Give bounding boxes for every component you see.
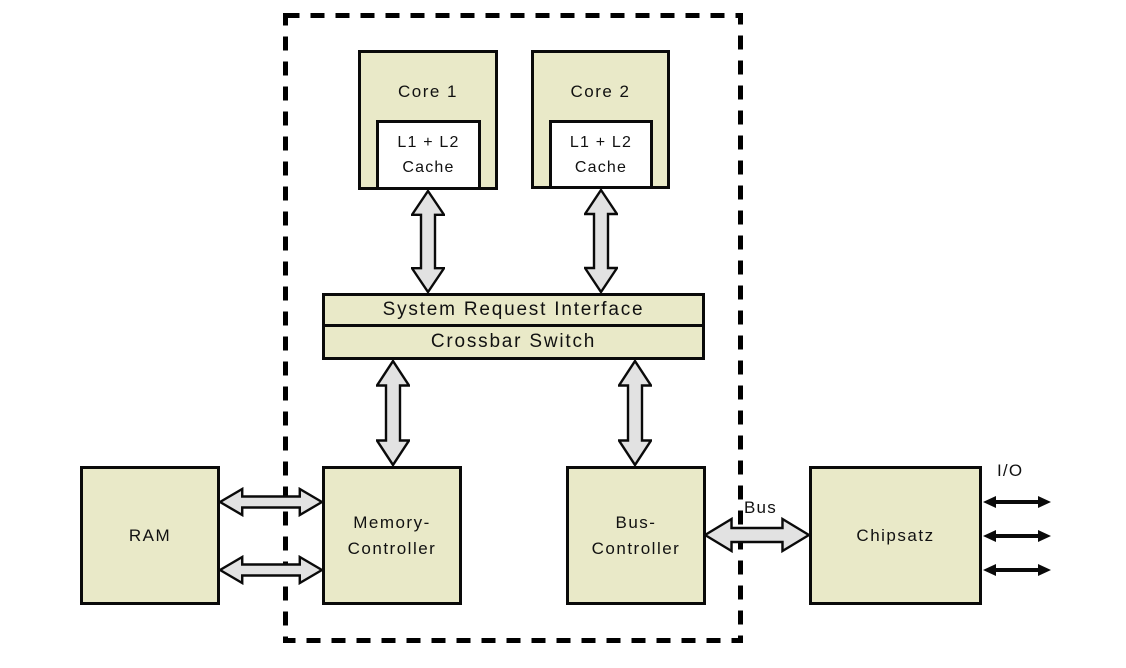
cache2-line1: L1 + L2: [569, 133, 633, 151]
io-arrow-3-icon: [983, 564, 1051, 576]
crossbar-switch-label: Crossbar Switch: [430, 331, 597, 352]
chipsatz-label: Chipsatz: [856, 525, 935, 545]
cache2-line2: Cache: [574, 158, 628, 176]
double-arrow-ram-memory-top-icon: [219, 487, 323, 517]
double-arrow-crossbar-memory-icon: [376, 360, 410, 466]
bus-label: Bus: [744, 498, 777, 517]
crossbar-switch-box: Crossbar Switch: [322, 324, 705, 360]
system-request-interface-label: System Request Interface: [382, 299, 645, 320]
memory-controller-box: Memory- Controller: [322, 466, 462, 605]
bus-controller-line1: Bus-: [615, 512, 657, 532]
io-arrow-2-icon: [983, 530, 1051, 542]
double-arrow-cache1-sri-icon: [411, 190, 445, 293]
io-label: I/O: [997, 461, 1024, 480]
cache2-box: L1 + L2 Cache: [549, 120, 653, 189]
core2-label: Core 2: [570, 82, 631, 101]
memory-controller-line2: Controller: [347, 538, 437, 558]
double-arrow-ram-memory-bottom-icon: [219, 555, 323, 585]
cache1-box: L1 + L2 Cache: [376, 120, 481, 190]
bus-controller-line2: Controller: [591, 538, 681, 558]
double-arrow-crossbar-bus-icon: [618, 360, 652, 466]
system-request-interface-box: System Request Interface: [322, 293, 705, 327]
double-arrow-cache2-sri-icon: [584, 189, 618, 293]
chipsatz-box: Chipsatz: [809, 466, 982, 605]
core1-label: Core 1: [397, 82, 459, 101]
ram-box: RAM: [80, 466, 220, 605]
cpu-die-boundary: [283, 13, 743, 643]
cache1-line1: L1 + L2: [397, 134, 460, 151]
memory-controller-line1: Memory-: [353, 512, 431, 532]
double-arrow-bus-chipsatz-icon: [704, 516, 810, 554]
bus-controller-box: Bus- Controller: [566, 466, 706, 605]
io-arrow-1-icon: [983, 496, 1051, 508]
cache1-line2: Cache: [402, 159, 455, 176]
ram-label: RAM: [128, 525, 172, 545]
